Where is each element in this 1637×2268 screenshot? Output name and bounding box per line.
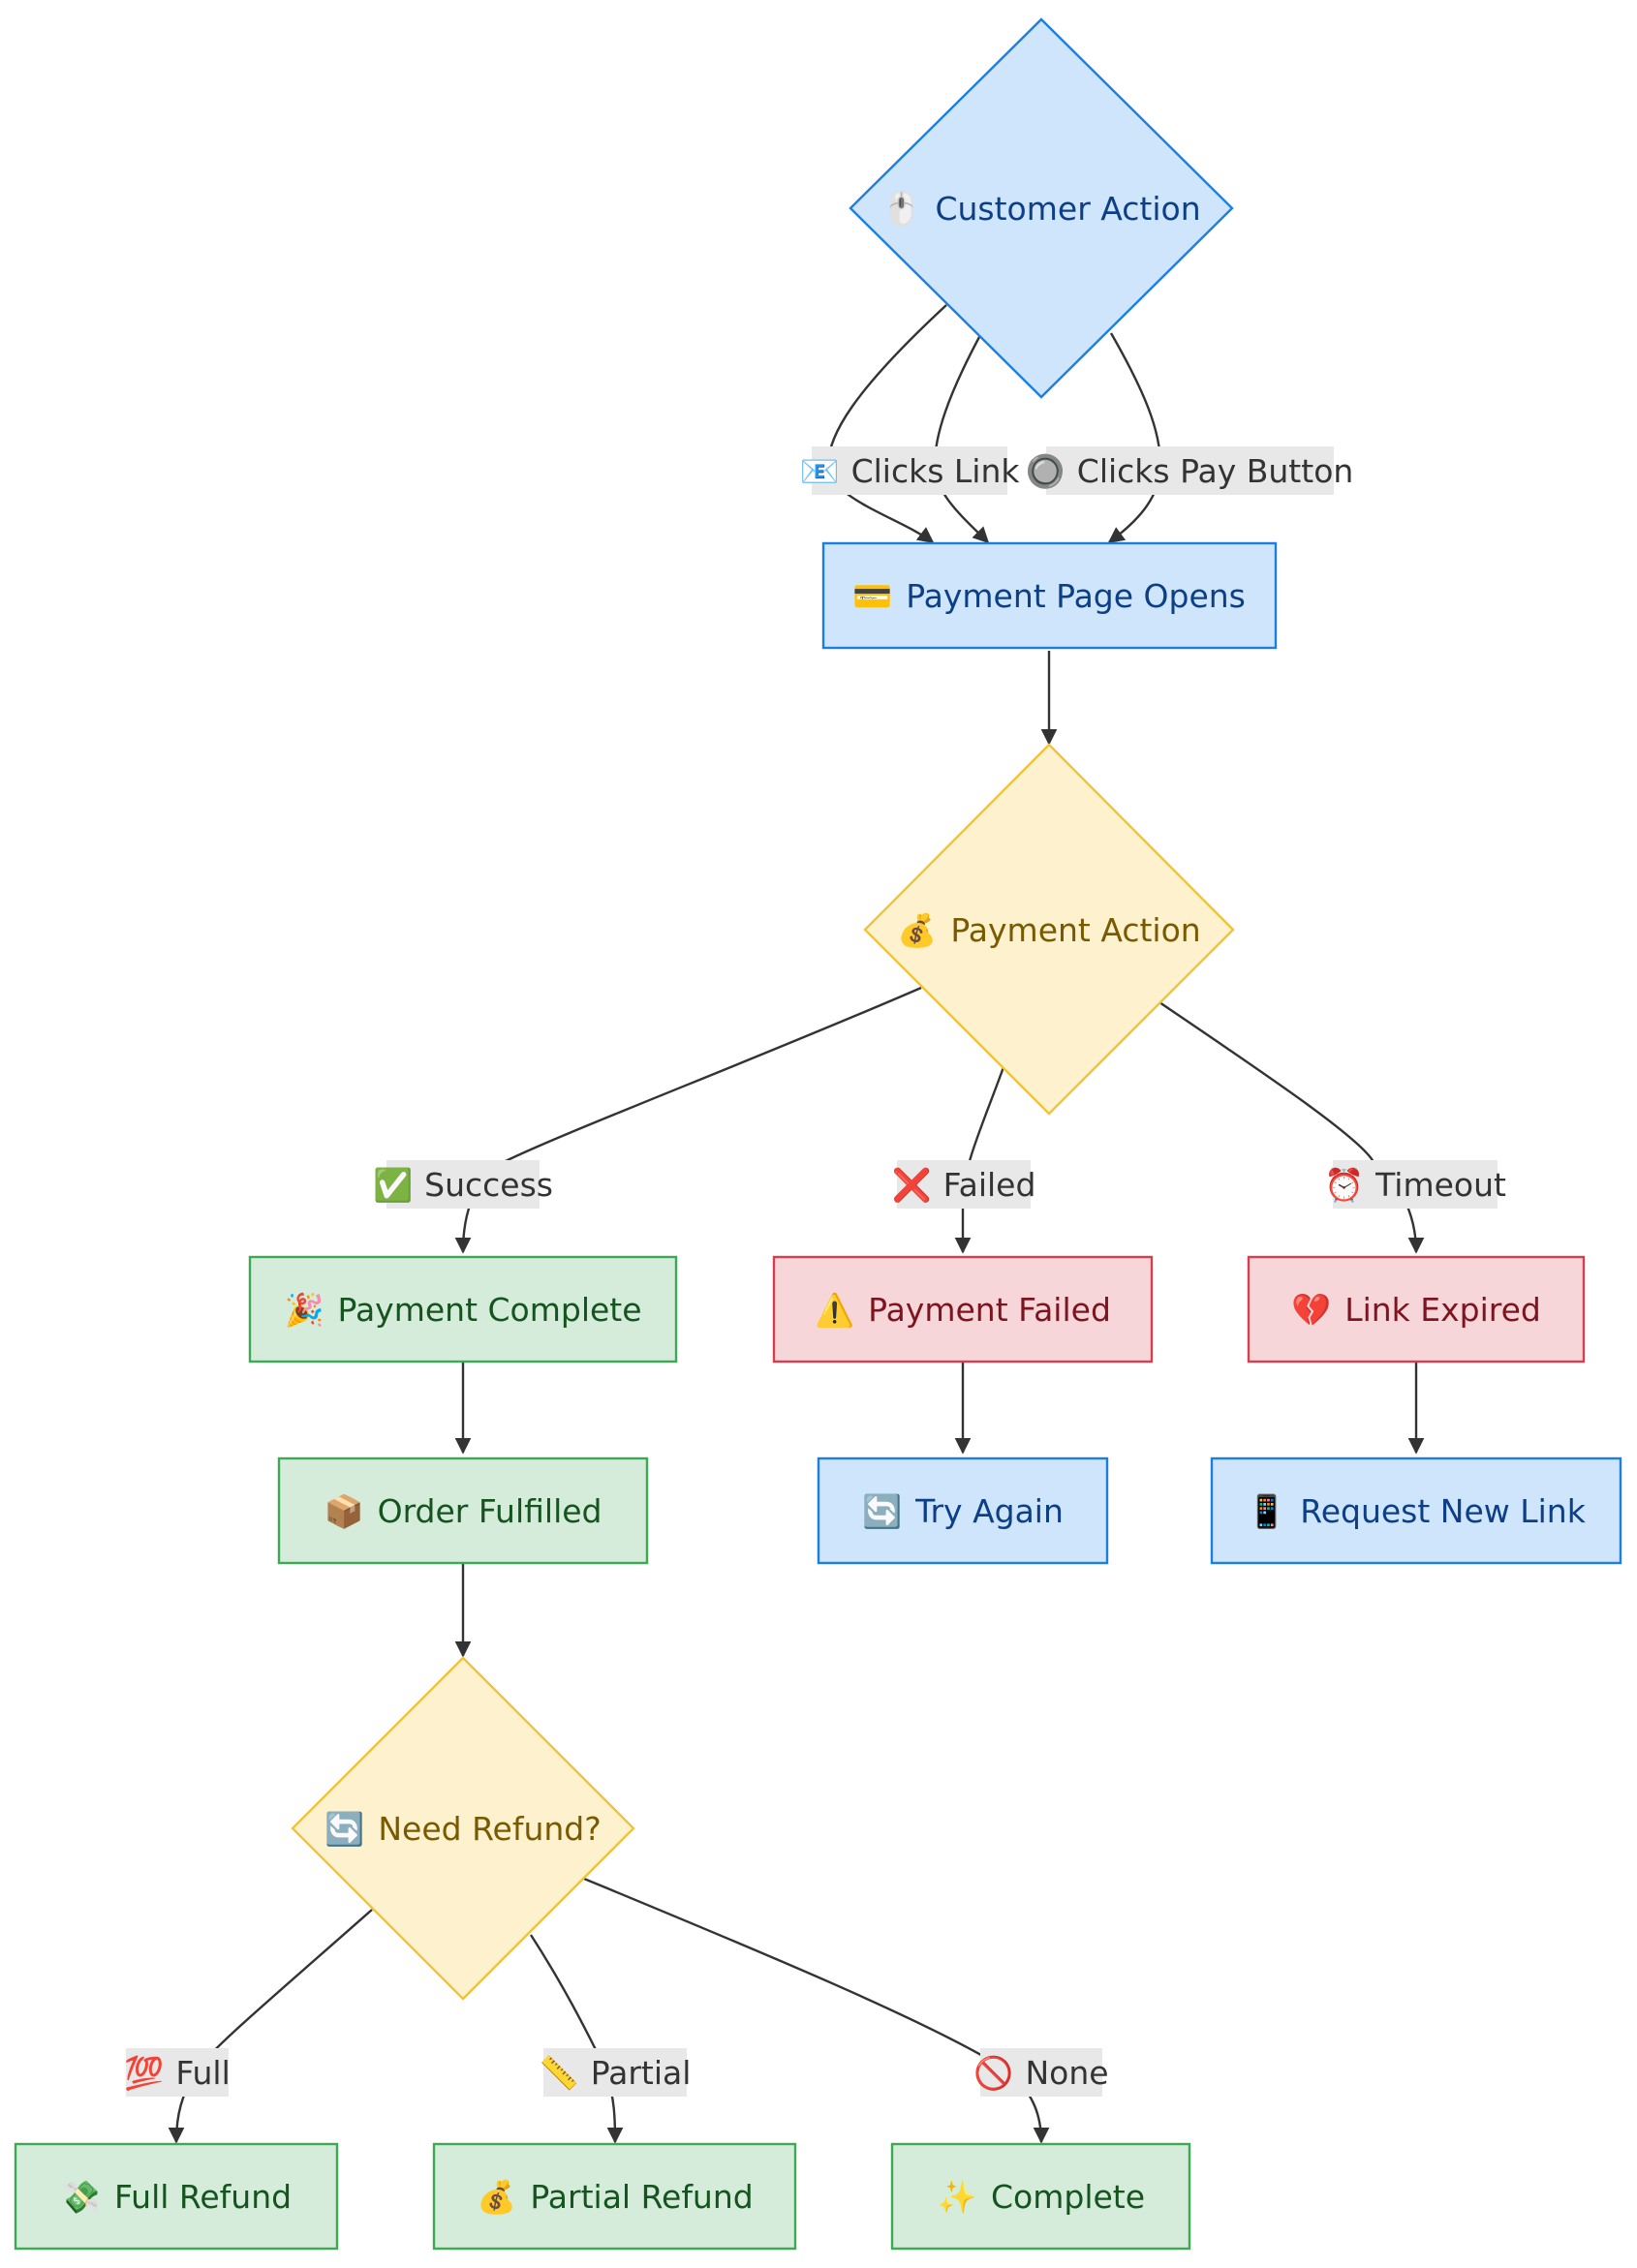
edge-label-bg [897, 1160, 1031, 1209]
edge-label-bg [386, 1160, 540, 1209]
node-label: 🎉Payment Complete [284, 1291, 641, 1330]
node-payment-failed[interactable]: ⚠️Payment Failed [772, 1255, 1154, 1364]
node-payment-page-opens[interactable]: 💳Payment Page Opens [821, 541, 1278, 650]
edge-label-timeout: ⏰Timeout [1324, 1160, 1506, 1209]
process-box [821, 541, 1278, 650]
node-label: 🔄Need Refund? [324, 1810, 601, 1848]
node-need-refund[interactable]: 🔄Need Refund? [291, 1656, 635, 2001]
decision-diamond [863, 743, 1235, 1116]
nodes: 🖱️Customer Action 💳Payment Page Opens 💰P… [14, 17, 1622, 2251]
edge-label-bg [812, 446, 1007, 495]
node-order-fulfilled[interactable]: 📦Order Fulfilled [277, 1456, 649, 1565]
process-box [772, 1255, 1154, 1364]
node-label: 📦Order Fulfilled [324, 1492, 602, 1530]
process-box [277, 1456, 649, 1565]
node-partial-refund[interactable]: 💰Partial Refund [432, 2142, 797, 2251]
edge-refund-to-full [168, 1909, 373, 2144]
edge-label-partial: 📏Partial [540, 2048, 692, 2097]
edge-customer-to-page-2 [933, 336, 990, 544]
edge-label-bg [1046, 446, 1334, 495]
edge-label-none: 🚫None [973, 2048, 1109, 2097]
edge-label-success: ✅Success [373, 1160, 553, 1209]
edge-label-text: 📏Partial [540, 2054, 692, 2092]
process-box [890, 2142, 1191, 2251]
process-box [248, 1255, 678, 1364]
decision-diamond [291, 1656, 635, 2001]
node-payment-action[interactable]: 💰Payment Action [863, 743, 1235, 1116]
decision-diamond [849, 17, 1234, 399]
edge-refund-to-partial [529, 1934, 624, 2144]
node-full-refund[interactable]: 💸Full Refund [14, 2142, 339, 2251]
node-label: 💰Payment Action [897, 911, 1200, 950]
edge-label-failed: ❌Failed [892, 1160, 1036, 1209]
node-request-new-link[interactable]: 📱Request New Link [1210, 1456, 1622, 1565]
edge-label-text: 🔘Clicks Pay Button [1026, 452, 1354, 490]
node-payment-complete[interactable]: 🎉Payment Complete [248, 1255, 678, 1364]
edge-label-text: ❌Failed [892, 1166, 1036, 1205]
edge-label-bg [543, 2048, 687, 2097]
node-label: ✨Complete [938, 2178, 1145, 2216]
process-box [817, 1456, 1109, 1565]
edge-payment-action-to-expired [1158, 1001, 1425, 1254]
node-label: ⚠️Payment Failed [815, 1291, 1111, 1329]
node-customer-action[interactable]: 🖱️Customer Action [849, 17, 1234, 399]
node-label: 🔄Try Again [862, 1492, 1064, 1530]
process-box [1210, 1456, 1622, 1565]
node-label: 💔Link Expired [1291, 1291, 1541, 1329]
process-box [1247, 1255, 1586, 1364]
edge-label-clicks-link: 📧Clicks Link [800, 446, 1021, 495]
node-label: 💰Partial Refund [477, 2178, 753, 2217]
edge-label-text: ⏰Timeout [1324, 1166, 1506, 1204]
node-label: 💸Full Refund [61, 2178, 292, 2216]
edge-payment-action-to-complete [454, 986, 922, 1254]
node-label: 📱Request New Link [1247, 1492, 1587, 1530]
edge-refund-to-none [583, 1877, 1050, 2144]
edge-label-text: 📧Clicks Link [800, 452, 1021, 490]
edge-label-text: ✅Success [373, 1166, 553, 1204]
edge-labels: 📧Clicks Link 🔘Clicks Pay Button ✅Success… [124, 446, 1506, 2097]
process-box [432, 2142, 797, 2251]
node-label: 🖱️Customer Action [881, 190, 1200, 228]
node-try-again[interactable]: 🔄Try Again [817, 1456, 1109, 1565]
node-link-expired[interactable]: 💔Link Expired [1247, 1255, 1586, 1364]
edge-payment-action-to-failed [954, 1066, 1005, 1254]
edge-label-text: 💯Full [124, 2054, 231, 2092]
edge-customer-to-page-1 [826, 304, 947, 544]
edge-label-clicks-pay-button: 🔘Clicks Pay Button [1026, 446, 1354, 495]
edge-label-bg [1333, 1160, 1498, 1209]
process-box [14, 2142, 339, 2251]
node-label: 💳Payment Page Opens [852, 577, 1246, 615]
edge-customer-to-page-3 [1107, 332, 1162, 544]
edge-label-full: 💯Full [124, 2048, 231, 2097]
edge-label-bg [980, 2048, 1102, 2097]
edge-label-text: 🚫None [973, 2054, 1108, 2092]
edge-label-bg [126, 2048, 229, 2097]
node-complete[interactable]: ✨Complete [890, 2142, 1191, 2251]
